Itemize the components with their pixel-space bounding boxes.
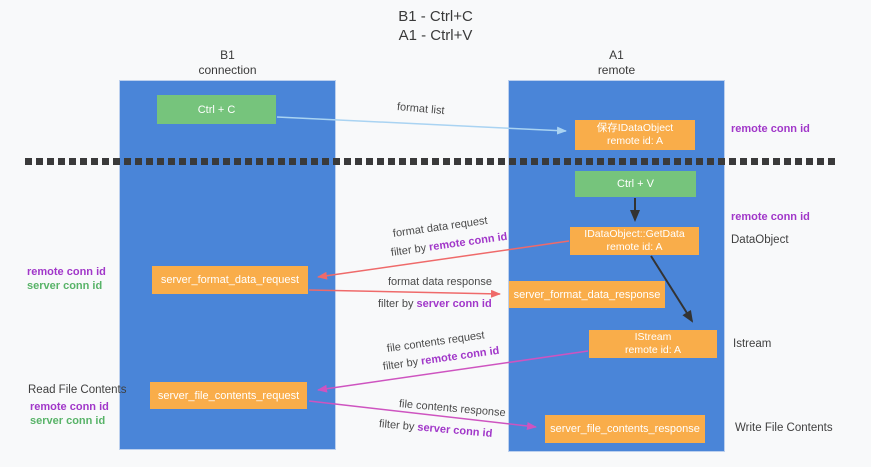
annotation-text: remote conn id [731, 211, 810, 223]
annotation-text: DataObject [731, 234, 789, 246]
node-server-file-contents-response: server_file_contents_response [545, 415, 705, 443]
annotation-dataobject: DataObject [731, 234, 789, 246]
node-save-dataobject-line1: 保存IDataObject [596, 122, 674, 134]
lane-a1-subtitle: remote [597, 63, 636, 77]
node-server-format-data-response-label: server_format_data_response [513, 288, 661, 301]
edge-label-format-data-response-text: format data response [388, 276, 492, 288]
edge-label-file-contents-response: file contents response [398, 398, 506, 419]
edge-filter-format-data-response: filter by server conn id [378, 298, 492, 310]
annotation-remote-conn-id: remote conn id [30, 401, 109, 413]
annotation-write-file-contents: Write File Contents [735, 422, 833, 434]
annotation-remote-conn-id-mid: remote conn id [731, 211, 810, 223]
annotation-text: remote conn id [731, 123, 810, 135]
node-istream-line2: remote id: A [624, 344, 682, 356]
annotation-text: Istream [733, 338, 772, 350]
lane-b1-title: B1 [220, 48, 235, 62]
annotation-remote-conn-id-top: remote conn id [731, 123, 810, 135]
title-line-1: B1 - Ctrl+C [398, 8, 473, 25]
node-server-file-contents-response-label: server_file_contents_response [550, 423, 700, 435]
lane-header-a1: A1 remote [508, 48, 725, 78]
node-server-format-data-request: server_format_data_request [152, 266, 308, 294]
annotation-istream: Istream [733, 338, 771, 350]
node-getdata-line2: remote id: A [606, 241, 663, 253]
filter-prefix: filter by [382, 355, 422, 373]
node-server-file-contents-request: server_file_contents_request [150, 382, 307, 409]
annotation-remote-conn-id: remote conn id [27, 266, 106, 278]
lane-a1-title: A1 [609, 48, 624, 62]
filter-prefix: filter by [378, 418, 418, 434]
title-line-2: A1 - Ctrl+V [398, 27, 473, 44]
node-ctrl-v-label: Ctrl + V [617, 178, 654, 190]
node-save-dataobject-line2: remote id: A [606, 135, 664, 147]
node-server-format-data-request-label: server_format_data_request [160, 274, 300, 286]
annotation-conn-ids-format: remote conn id server conn id [27, 265, 106, 293]
node-istream-line1: IStream [634, 331, 672, 343]
filter-prefix: filter by [378, 298, 417, 310]
node-save-dataobject: 保存IDataObject remote id: A [575, 120, 695, 150]
node-idataobject-getdata: IDataObject::GetData remote id: A [570, 227, 699, 255]
annotation-server-conn-id: server conn id [27, 280, 103, 292]
annotation-text: Read File Contents [28, 384, 127, 396]
node-getdata-line1: IDataObject::GetData [584, 228, 685, 240]
lane-header-b1: B1 connection [119, 48, 336, 78]
node-istream: IStream remote id: A [589, 330, 717, 358]
edge-label-format-data-response: format data response [388, 276, 492, 288]
annotation-text: Write File Contents [735, 422, 833, 434]
node-ctrl-v: Ctrl + V [575, 171, 696, 197]
annotation-read-file-contents: Read File Contents [28, 384, 126, 396]
edge-filter-file-contents-response: filter by server conn id [378, 418, 492, 440]
diagram-title: B1 - Ctrl+C A1 - Ctrl+V [0, 7, 871, 45]
session-separator-line [25, 158, 837, 165]
arrow-format-data-response [308, 289, 501, 298]
filter-key-remote-conn-id: remote conn id [428, 230, 509, 254]
annotation-server-conn-id: server conn id [30, 415, 106, 427]
node-ctrl-c: Ctrl + C [157, 95, 276, 124]
lane-b1-subtitle: connection [198, 63, 257, 77]
filter-key-server-conn-id: server conn id [416, 421, 493, 440]
filter-prefix: filter by [390, 241, 430, 259]
edge-label-format-list-text: format list [396, 101, 446, 118]
filter-key-server-conn-id: server conn id [416, 298, 492, 310]
node-server-file-contents-request-label: server_file_contents_request [157, 389, 300, 402]
edge-label-file-contents-response-text: file contents response [398, 398, 507, 420]
edge-label-format-list: format list [396, 101, 445, 117]
annotation-conn-ids-file: remote conn id server conn id [30, 400, 109, 428]
node-server-format-data-response: server_format_data_response [509, 281, 665, 308]
node-ctrl-c-label: Ctrl + C [197, 103, 236, 116]
